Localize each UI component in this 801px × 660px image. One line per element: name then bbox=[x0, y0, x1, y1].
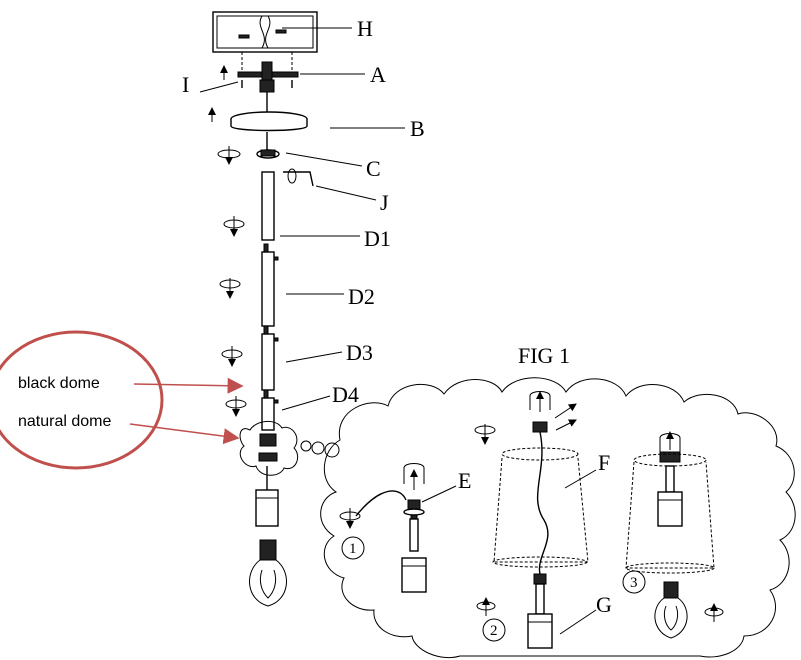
detail-cloud bbox=[239, 421, 340, 476]
rotate-icon bbox=[225, 396, 247, 417]
step-2-badge: 2 bbox=[482, 618, 506, 642]
label-j: J bbox=[380, 190, 389, 215]
rotate-icon bbox=[219, 278, 241, 299]
label-g: G bbox=[596, 592, 612, 617]
rotate-icon bbox=[476, 597, 496, 616]
pipe-d1 bbox=[223, 171, 360, 241]
annotation: black dome natural dome bbox=[0, 330, 244, 470]
annotation-natural-dome: natural dome bbox=[18, 413, 111, 430]
label-i: I bbox=[182, 72, 189, 97]
label-d1: D1 bbox=[364, 226, 391, 251]
annotation-black-dome: black dome bbox=[18, 375, 100, 392]
socket-assembly bbox=[255, 466, 279, 527]
label-c: C bbox=[366, 156, 381, 181]
label-a: A bbox=[370, 62, 386, 87]
fig1-cloud bbox=[320, 377, 796, 658]
pipe-d3 bbox=[221, 325, 343, 391]
rotate-icon bbox=[223, 216, 245, 237]
canopy-nut-c bbox=[217, 132, 363, 167]
step1-assembly bbox=[339, 463, 457, 593]
allen-key-j bbox=[283, 168, 377, 201]
figure-title: FIG 1 bbox=[518, 343, 570, 368]
canopy-b bbox=[208, 92, 405, 132]
label-e: E bbox=[458, 468, 471, 493]
svg-text:1: 1 bbox=[349, 541, 357, 557]
svg-text:2: 2 bbox=[490, 623, 498, 639]
rotate-icon bbox=[339, 508, 361, 529]
label-d4: D4 bbox=[332, 382, 359, 407]
label-h: H bbox=[357, 16, 373, 41]
step3-assembly bbox=[625, 431, 724, 639]
mounting-bracket-a bbox=[199, 52, 365, 93]
ceiling-mount-h bbox=[212, 11, 352, 53]
rotate-icon bbox=[704, 603, 724, 622]
svg-text:3: 3 bbox=[630, 575, 638, 591]
light-bulb-icon bbox=[249, 539, 287, 607]
rotate-icon bbox=[221, 346, 243, 367]
rotate-icon bbox=[217, 146, 241, 165]
step2-shade-f bbox=[474, 391, 597, 649]
label-f: F bbox=[598, 450, 610, 475]
label-d2: D2 bbox=[348, 284, 375, 309]
step-3-badge: 3 bbox=[622, 570, 646, 594]
light-bulb-icon bbox=[654, 581, 688, 639]
rotate-icon bbox=[474, 424, 496, 445]
pipe-d2 bbox=[219, 243, 344, 327]
step-1-badge: 1 bbox=[341, 536, 365, 560]
label-d3: D3 bbox=[346, 340, 373, 365]
label-b: B bbox=[410, 116, 425, 141]
